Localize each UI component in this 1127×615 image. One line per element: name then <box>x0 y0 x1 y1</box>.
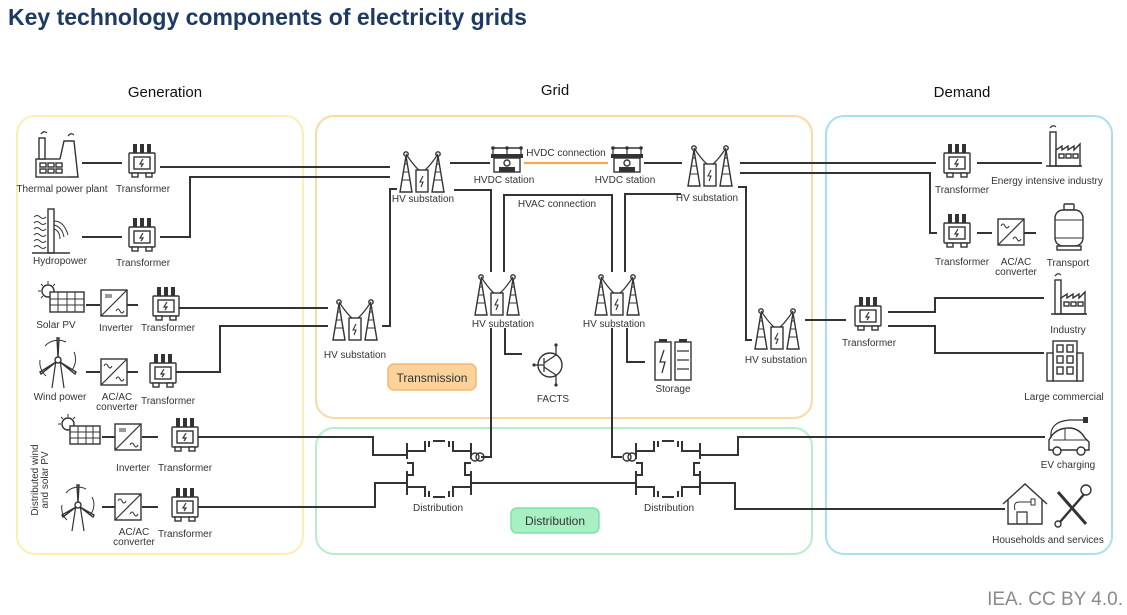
ev-charging-label: EV charging <box>1041 460 1095 471</box>
energy-intensive-label: Energy intensive industry <box>991 176 1103 187</box>
hv-substation-label: HV substation <box>324 350 386 361</box>
hv-substation-label: HV substation <box>583 319 645 330</box>
section-demand: Demand <box>934 84 991 101</box>
thermal-power-plant-icon <box>35 131 79 178</box>
hv-substation-label: HV substation <box>745 355 807 366</box>
acac-converter-icon <box>114 493 142 521</box>
transformer-label: Transformer <box>116 184 171 195</box>
hv-substation-label: HV substation <box>392 194 454 205</box>
households-label: Households and services <box>992 535 1104 546</box>
distribution-node-label: Distribution <box>644 503 694 514</box>
inverter-label: Inverter <box>116 463 151 474</box>
hvac-connection-label: HVAC connection <box>518 199 596 210</box>
storage-label: Storage <box>655 384 690 395</box>
wind-label: Wind power <box>34 392 87 403</box>
large-commercial-label: Large commercial <box>1024 392 1103 403</box>
distribution-node-label: Distribution <box>413 503 463 514</box>
hvdc-station-icon <box>610 145 644 173</box>
acac-label-1: AC/AC <box>102 392 133 403</box>
transformer-coil-icon <box>622 452 637 462</box>
acac-label-2: converter <box>995 267 1037 278</box>
generation-frame <box>16 115 304 555</box>
hv-substation-icon <box>332 299 378 341</box>
tools-icon <box>1054 484 1092 528</box>
acac-label-1: AC/AC <box>119 527 150 538</box>
storage-icon <box>654 339 692 381</box>
wind-turbine-icon <box>61 484 95 532</box>
transformer-label: Transformer <box>935 185 990 196</box>
acac-converter-icon <box>997 218 1025 246</box>
transformer-label: Transformer <box>116 258 171 269</box>
facts-icon <box>532 343 563 387</box>
transformer-icon <box>943 143 971 178</box>
hvdc-station-icon <box>490 145 524 173</box>
hvdc-station-label: HVDC station <box>595 175 656 186</box>
transformer-label: Transformer <box>935 257 990 268</box>
hv-substation-icon <box>687 145 733 187</box>
acac-label-2: converter <box>113 537 155 548</box>
transformer-label: Transformer <box>158 463 213 474</box>
industry-icon <box>1051 273 1087 315</box>
transmission-badge-label: Transmission <box>397 371 468 385</box>
ev-charging-icon <box>1048 417 1090 456</box>
energy-intensive-industry-icon <box>1046 125 1082 167</box>
solar-pv-icon <box>38 281 85 313</box>
distribution-node-icon <box>406 440 472 498</box>
connection-lines <box>82 161 1045 510</box>
facts-label: FACTS <box>537 394 570 405</box>
distribution-badge-label: Distribution <box>525 514 585 528</box>
distributed-label-1: Distributed wind <box>30 444 41 515</box>
transformer-label: Transformer <box>158 529 213 540</box>
inverter-icon <box>114 423 142 451</box>
transformer-icon <box>171 417 199 452</box>
section-grid: Grid <box>541 82 569 99</box>
hv-substation-label: HV substation <box>676 193 738 204</box>
transport-label: Transport <box>1047 258 1090 269</box>
hv-substation-icon <box>399 151 445 193</box>
transformer-icon <box>854 296 882 331</box>
hvdc-station-label: HVDC station <box>474 175 535 186</box>
solar-pv-icon <box>58 414 101 445</box>
transformer-icon <box>171 487 199 522</box>
demand-frame <box>825 115 1113 555</box>
page-title: Key technology components of electricity… <box>8 4 527 30</box>
acac-label-1: AC/AC <box>1001 257 1032 268</box>
section-generation: Generation <box>128 84 202 101</box>
transport-tank-icon <box>1054 203 1084 251</box>
transformer-icon <box>943 213 971 248</box>
household-icon <box>1002 483 1048 525</box>
distribution-badge: Distribution <box>510 507 600 534</box>
acac-converter-icon <box>100 358 128 386</box>
large-commercial-icon <box>1046 340 1084 382</box>
hvdc-connection-label: HVDC connection <box>526 148 605 159</box>
transformer-label: Transformer <box>141 323 196 334</box>
hv-substation-icon <box>754 308 800 350</box>
distribution-node-icon <box>635 440 701 498</box>
wind-turbine-icon <box>39 337 77 389</box>
transmission-frame <box>315 115 813 419</box>
transformer-icon <box>128 217 156 252</box>
distribution-frame <box>315 427 813 555</box>
industry-label: Industry <box>1050 325 1086 336</box>
hv-substation-icon <box>474 274 520 316</box>
thermal-label: Thermal power plant <box>16 184 107 195</box>
inverter-icon <box>100 289 128 317</box>
hv-substation-icon <box>594 274 640 316</box>
transformer-icon <box>128 143 156 178</box>
solar-label: Solar PV <box>36 320 76 331</box>
transmission-badge: Transmission <box>387 363 477 391</box>
transformer-coil-icon <box>470 452 485 462</box>
hydropower-icon <box>32 208 70 254</box>
transformer-label: Transformer <box>141 396 196 407</box>
hv-substation-label: HV substation <box>472 319 534 330</box>
transformer-label: Transformer <box>842 338 897 349</box>
acac-label-2: converter <box>96 402 138 413</box>
credit-text: IEA. CC BY 4.0. <box>987 589 1123 610</box>
hydro-label: Hydropower <box>33 256 88 267</box>
distributed-label-2: and solar PV <box>40 451 51 509</box>
transformer-icon <box>149 353 177 388</box>
inverter-label: Inverter <box>99 323 134 334</box>
transformer-icon <box>152 286 180 321</box>
